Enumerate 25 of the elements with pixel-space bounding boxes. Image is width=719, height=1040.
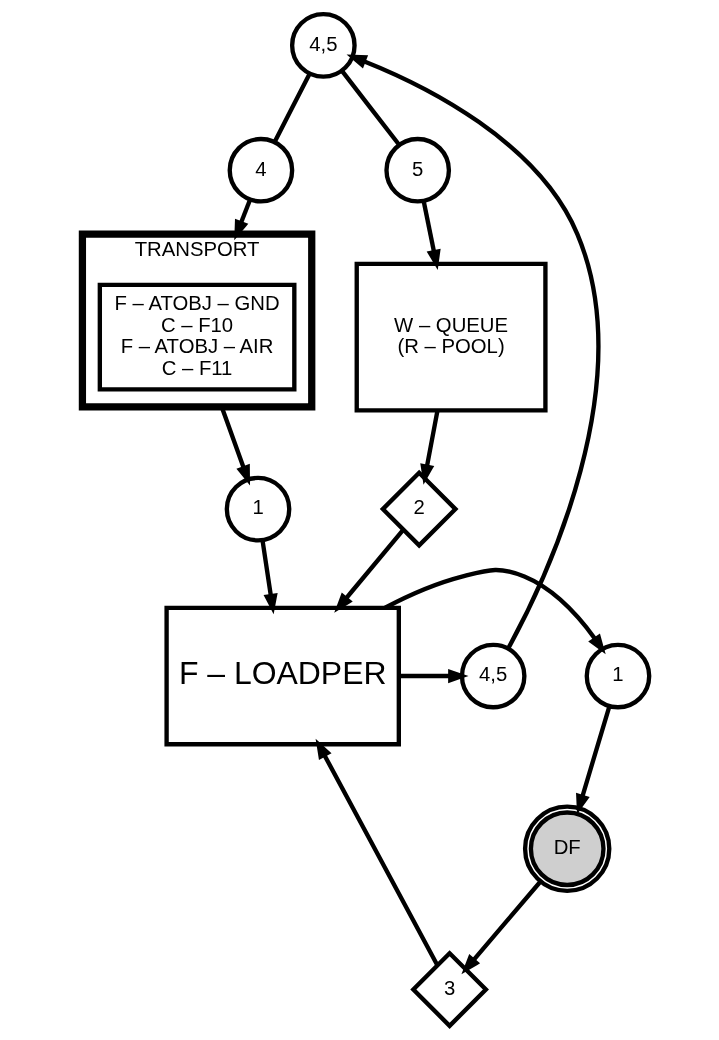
arrow — [233, 198, 252, 241]
node-box: F – LOADPER — [163, 605, 401, 747]
node-circle: 4,5 — [459, 642, 527, 710]
arrow — [259, 539, 278, 615]
node-circle: 5 — [383, 136, 451, 204]
node-circle: 4,5 — [289, 12, 357, 79]
arrow — [315, 738, 439, 967]
node-diamond: 3 — [409, 950, 489, 1029]
arrow — [398, 668, 468, 684]
arrow — [575, 705, 611, 815]
arrow — [346, 54, 600, 650]
node-circle: DF — [522, 804, 611, 893]
node-circle: 4 — [227, 136, 294, 204]
connector — [272, 72, 311, 143]
node-box: W – QUEUE (R – POOL) — [354, 261, 548, 413]
arrow — [460, 880, 542, 975]
node-circle: 1 — [224, 475, 291, 543]
arrow — [421, 200, 441, 271]
node-box: F – ATOBJ – GND C – F10 F – ATOBJ – AIR C – F11 — [97, 282, 296, 392]
arrow — [383, 567, 606, 655]
connector — [339, 69, 401, 147]
arrow — [333, 528, 405, 613]
node-diamond: 2 — [379, 469, 458, 549]
node-circle: 1 — [584, 642, 651, 710]
arrow — [419, 410, 440, 485]
